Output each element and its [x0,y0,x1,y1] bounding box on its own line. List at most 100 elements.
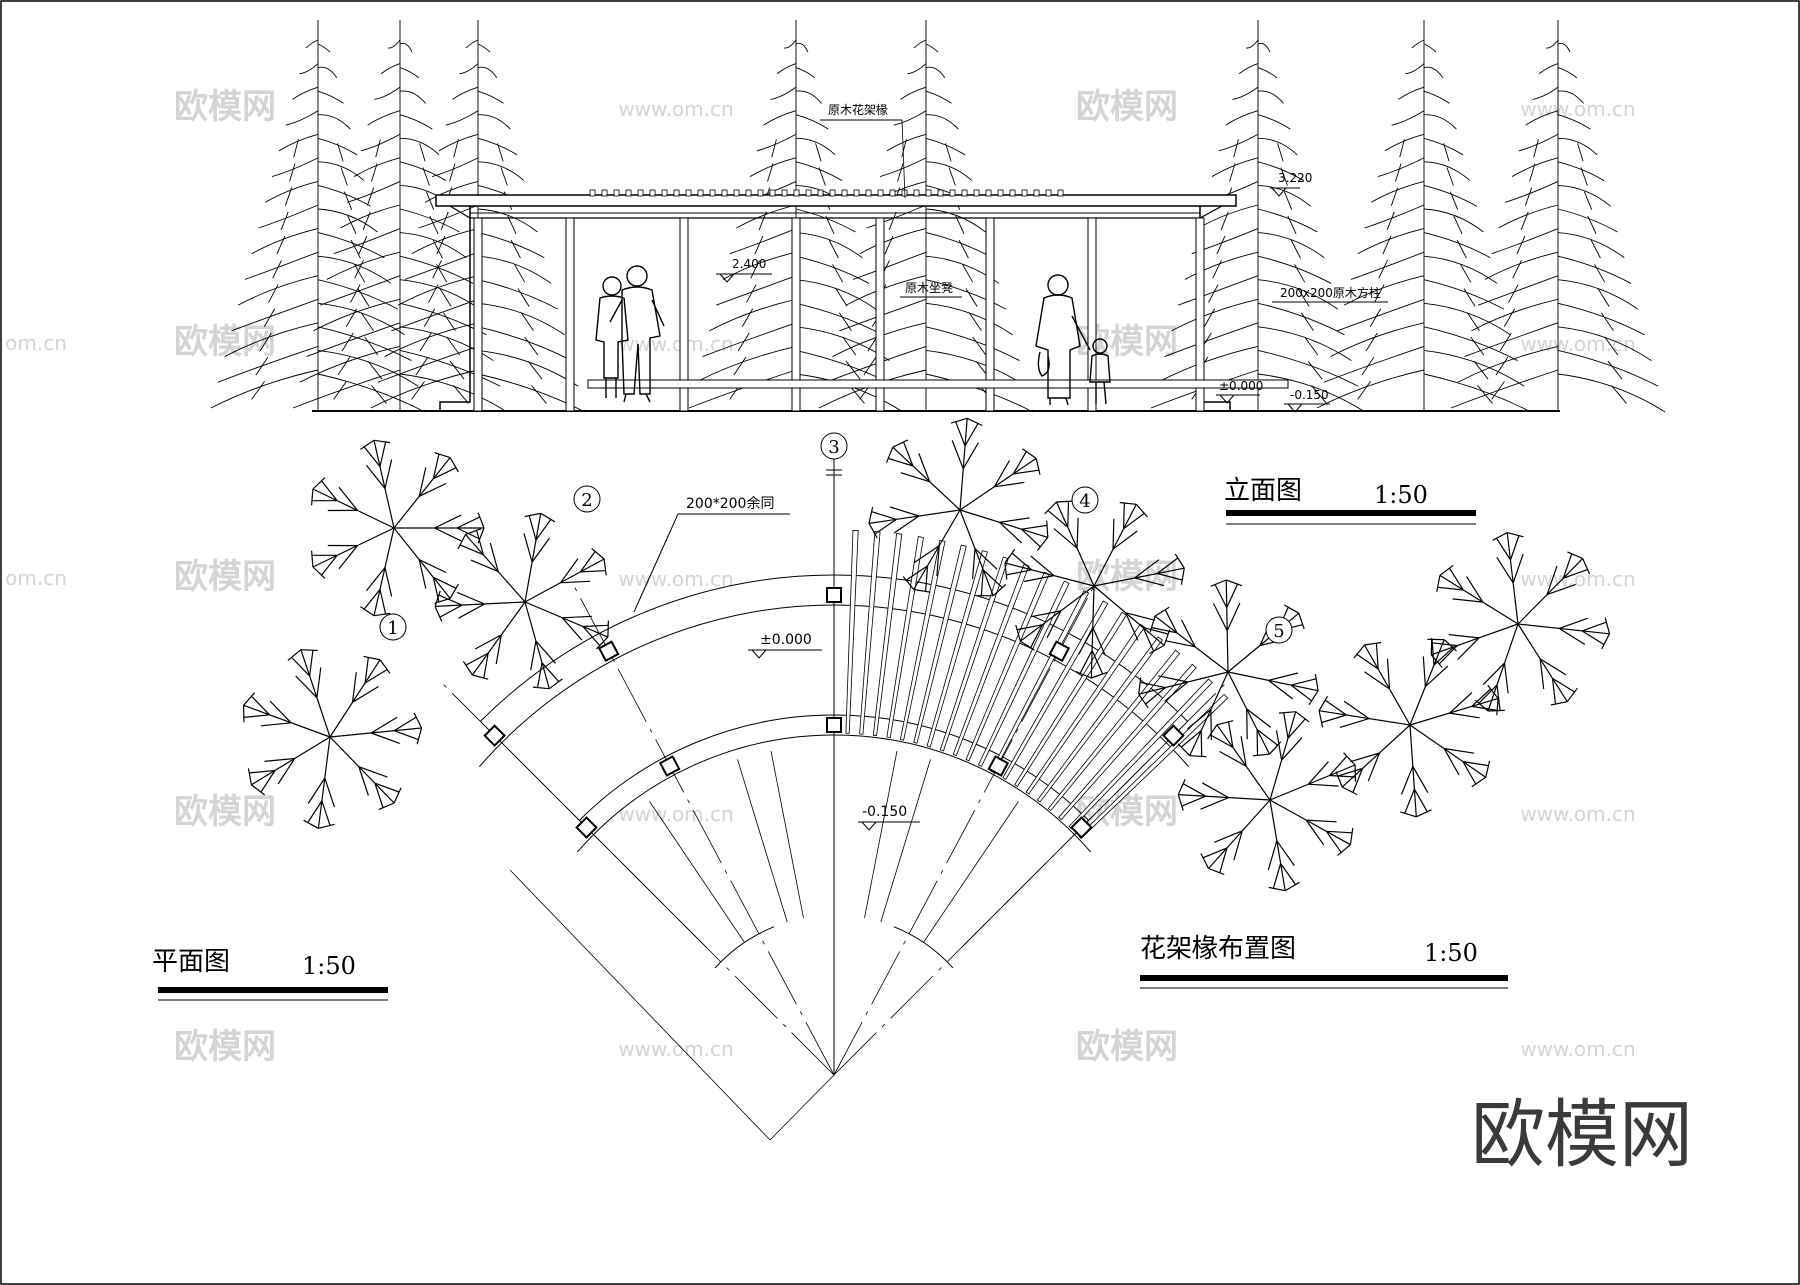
tree-twig [379,589,387,615]
pine-twig [1287,215,1297,235]
pine-branch [399,90,426,104]
tree-tip [1436,575,1441,593]
pine-branch [1498,204,1559,229]
tree-branch [524,601,550,689]
tree-branch [1093,504,1137,587]
pine-branch [399,137,440,156]
pine-branch [795,279,877,310]
pine-twig [520,312,534,332]
pine-branch [477,137,518,156]
pine-branch [411,228,479,255]
elevation-scale: 1:50 [1374,481,1428,509]
tree-twig [393,716,417,732]
pine-twig [442,312,456,332]
pine-twig [1533,139,1539,158]
inner-level-label: ±0.000 [760,632,812,648]
tree-tip [1314,674,1319,691]
tree-tip [1119,501,1137,505]
tree-twig [925,565,929,592]
plan-scale: 1:50 [302,952,356,980]
pine-twig [965,288,978,307]
tree-twig [1246,708,1248,740]
pine-branch [1405,63,1425,75]
tree-tip [1189,755,1207,758]
pine-branch [709,298,797,332]
tree-twig [358,766,388,778]
tree-twig [1165,640,1196,648]
pine-twig [362,211,371,231]
tree-branch [1517,623,1610,635]
tree-tip [992,584,1007,597]
tree-twig [433,576,457,589]
pine-twig [1529,163,1536,182]
ground-level-label: ±0.000 [1219,379,1263,393]
tree-twig [1214,830,1243,843]
tree-branch [524,513,542,603]
pine-twig [429,215,439,235]
rafter-end [829,189,836,197]
tree-twig [432,454,440,479]
tree-twig [1462,761,1477,785]
plan-tree [868,417,1049,597]
tree-twig [1200,797,1229,810]
tree-twig [1400,766,1414,795]
tree-tip [1364,641,1382,646]
pine-twig [333,381,347,400]
tree-tip [1268,886,1286,892]
tree-twig [579,551,596,573]
pine-twig [1503,308,1516,327]
tree-twig [418,559,427,589]
pine-twig [293,139,299,158]
pine-twig [955,215,965,235]
pine-trees [210,20,1666,413]
tree-twig [982,569,1003,589]
pine-branch [925,43,939,53]
tree-twig [1012,451,1027,475]
pine-branch [1505,181,1559,203]
tree-tip [868,506,874,524]
tree-branch [329,659,381,738]
pine-branch [913,39,927,49]
tree-twig [316,667,322,698]
tree-twig [535,519,552,541]
axis-bubble-1 [379,613,407,641]
pine-twig [289,163,296,182]
pine-twig [337,356,351,376]
rafter-end [637,189,644,197]
rafter [952,563,1030,757]
pine-branch [1557,137,1598,156]
tree-twig [1268,672,1299,681]
pine-branch [1471,298,1559,332]
rafter-end [1033,189,1040,197]
pine-twig [1516,235,1526,255]
watermark-brand: 欧模网 [1076,87,1178,127]
tree-twig [1164,681,1189,702]
tree-branch [1409,724,1417,817]
pine-branch [399,114,433,130]
pine-branch [1557,349,1659,387]
tree-tip [311,488,314,506]
tree-twig [470,559,499,573]
tree-twig [1021,524,1048,530]
tree-branch [1208,799,1271,869]
pine-branch [1423,114,1457,130]
tree-twig [419,482,447,497]
tree-twig [1321,714,1347,724]
tree-twig [1226,602,1241,631]
tree-twig [1462,761,1489,767]
tree-tip [472,674,489,680]
pine-twig [366,187,375,206]
pine-branch [1423,43,1437,53]
tree-branch [1138,671,1229,695]
pine-branch [326,251,401,280]
tree-twig [1496,556,1514,584]
tree-twig [1030,624,1044,648]
tree-tip [1135,503,1148,518]
tree-tip [318,823,335,829]
pine-twig [1611,385,1627,404]
tree-twig [456,591,485,605]
rafter-end [769,189,776,197]
pine-twig [771,139,777,158]
tree-twig [1201,782,1229,799]
tree-tip [950,417,968,424]
